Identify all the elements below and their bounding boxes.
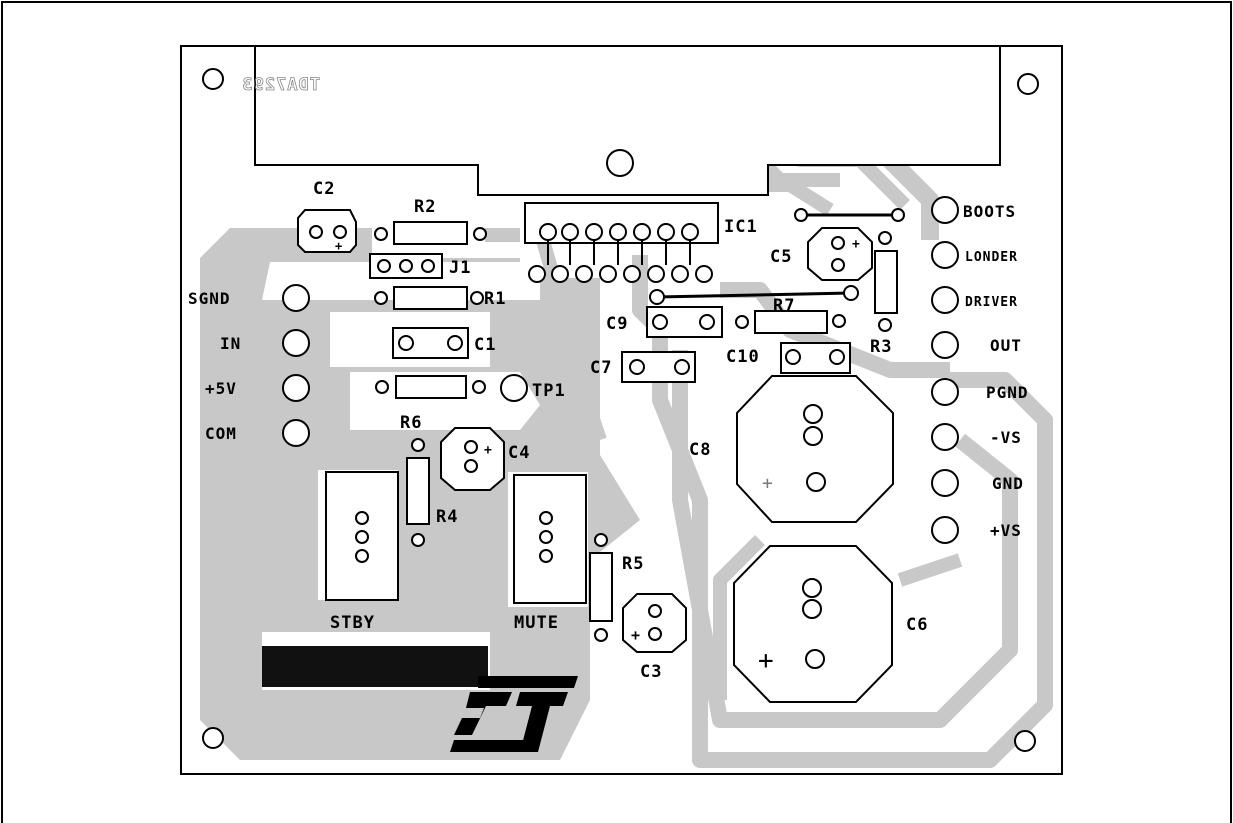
c4-component: + [440, 427, 505, 491]
label-sgnd: SGND [188, 289, 231, 308]
r7-component [735, 310, 846, 334]
label-tp1: TP1 [532, 381, 566, 401]
label-out: OUT [990, 336, 1022, 355]
ic1-component [524, 202, 719, 283]
label-c6: C6 [906, 615, 928, 635]
r6-component [375, 375, 486, 399]
label-mute: MUTE [514, 613, 559, 633]
ic-marking: TDA7293 [241, 75, 320, 95]
r5-component [589, 533, 613, 642]
r1-component [374, 286, 484, 310]
label-c1: C1 [474, 335, 496, 355]
r4-component [406, 438, 430, 547]
c8-capacitor [736, 375, 894, 523]
c2-component: + [297, 209, 357, 253]
c8-polarity-mark: + [762, 473, 773, 494]
label-c9: C9 [606, 314, 628, 334]
label-r1: R1 [484, 289, 506, 309]
svg-text:+: + [335, 239, 342, 253]
st-logo [450, 676, 578, 752]
label-com: COM [205, 424, 237, 443]
label-j1: J1 [449, 258, 471, 278]
r2-component [374, 221, 487, 245]
label-c8: C8 [689, 440, 711, 460]
c1-component [392, 327, 469, 359]
label-minus-vs: -VS [990, 428, 1022, 447]
c10-component [780, 342, 851, 374]
c6-capacitor [733, 545, 893, 703]
r3-component [874, 231, 898, 332]
label-c5: C5 [770, 247, 792, 267]
label-ic1: IC1 [724, 217, 758, 237]
mute-switch [513, 474, 587, 604]
label-boots: BOOTS [963, 202, 1016, 221]
c7-component [621, 351, 696, 383]
j1-jumper [369, 253, 443, 279]
wire-links [649, 208, 905, 305]
label-5v: +5V [205, 379, 237, 398]
label-r4: R4 [436, 507, 458, 527]
stby-switch [325, 471, 399, 601]
label-in: IN [220, 334, 241, 353]
label-r5: R5 [622, 554, 644, 574]
svg-text:+: + [852, 237, 860, 252]
label-c7: C7 [590, 358, 612, 378]
c9-component [646, 306, 723, 338]
c3-component: + [622, 593, 687, 653]
label-londer: LONDER [965, 250, 1018, 265]
tp1-pad [500, 374, 528, 402]
mounting-holes [202, 68, 1039, 752]
label-c2: C2 [313, 179, 335, 199]
label-plus-vs: +VS [990, 521, 1022, 540]
ic-heatsink-outline [254, 45, 1001, 196]
label-pgnd: PGND [986, 383, 1029, 402]
right-connector-pads [931, 196, 959, 544]
label-c3: C3 [640, 662, 662, 682]
label-gnd: GND [992, 474, 1024, 493]
label-r7: R7 [773, 296, 795, 316]
label-r2: R2 [414, 197, 436, 217]
c5-component: + [807, 227, 873, 281]
label-stby: STBY [330, 613, 375, 633]
c6-polarity-mark: + [758, 646, 774, 676]
label-r6: R6 [400, 413, 422, 433]
label-driver: DRIVER [965, 295, 1018, 310]
redacted-block [262, 646, 488, 687]
svg-text:+: + [631, 626, 640, 644]
label-c4: C4 [508, 443, 530, 463]
label-c10: C10 [726, 347, 760, 367]
svg-text:+: + [484, 443, 492, 458]
left-connector-pads [282, 284, 310, 447]
copper-cutout [262, 262, 600, 300]
label-r3: R3 [870, 337, 892, 357]
